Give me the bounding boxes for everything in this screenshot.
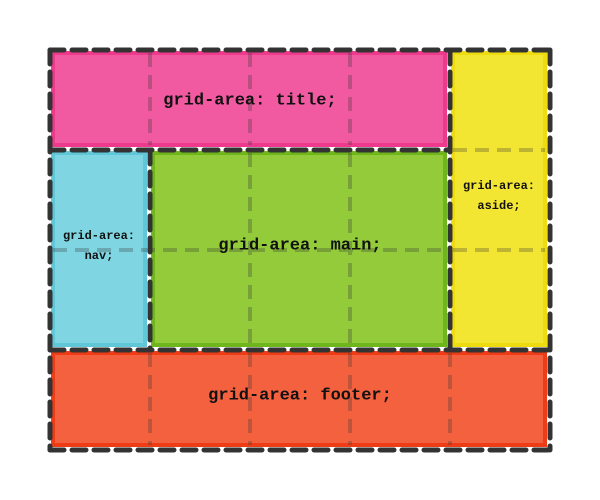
nav-area-label-line2: nav; (85, 249, 114, 263)
grid-area-aside (451, 51, 547, 347)
main-area-label: grid-area: main; (218, 236, 381, 255)
footer-area-label: grid-area: footer; (208, 386, 392, 405)
grid-area-nav (51, 151, 147, 347)
grid-area-main (151, 151, 447, 347)
nav-area-label-line1: grid-area: (63, 229, 135, 243)
aside-area-label-line2: aside; (477, 199, 520, 213)
outer-grid-lines (47, 47, 553, 453)
title-area-label: grid-area: title; (163, 91, 336, 110)
aside-area-label-line1: grid-area: (463, 179, 535, 193)
grid-area-footer (51, 351, 547, 447)
inner-grid-lines (53, 53, 545, 445)
grid-area-title (51, 51, 447, 147)
